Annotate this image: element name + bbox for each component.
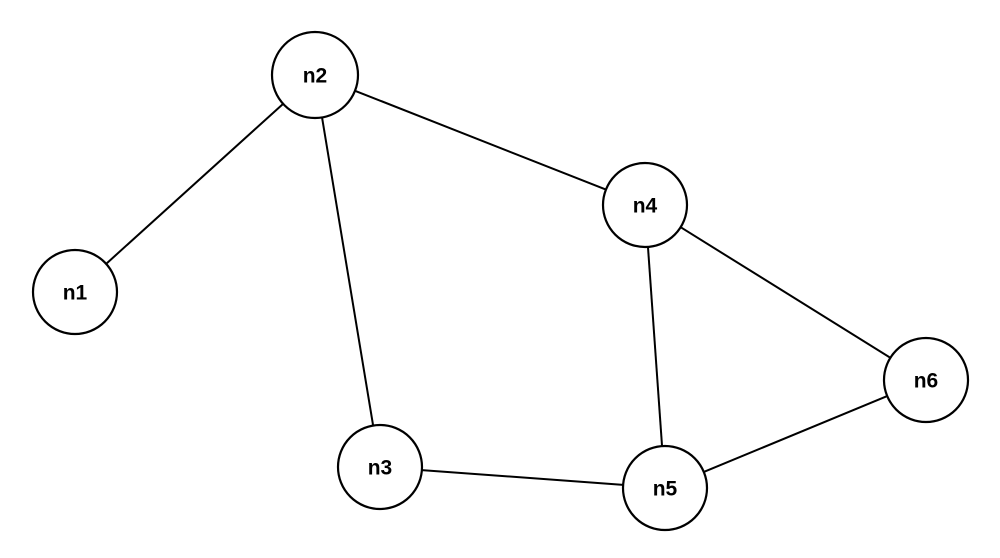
node-circle-n5[interactable]: [621, 444, 709, 532]
graph-edge: [321, 117, 375, 426]
node-circle-n6[interactable]: [882, 336, 970, 424]
node-circle-n2[interactable]: [270, 30, 360, 120]
node-layer: n1 n2 n3 n4 n5 n6: [31, 30, 970, 532]
graph-node-n5[interactable]: n5: [621, 444, 709, 532]
node-circle-n4[interactable]: [601, 161, 689, 249]
graph-edge: [703, 395, 888, 473]
graph-node-n2[interactable]: n2: [270, 30, 360, 120]
graph-edge: [421, 469, 624, 486]
graph-edge: [680, 226, 891, 359]
graph-node-n6[interactable]: n6: [882, 336, 970, 424]
graph-node-n1[interactable]: n1: [31, 248, 119, 336]
edge-layer: [105, 89, 891, 486]
graph-node-n4[interactable]: n4: [601, 161, 689, 249]
node-circle-n1[interactable]: [31, 248, 119, 336]
graph-node-n3[interactable]: n3: [336, 423, 424, 511]
node-circle-n3[interactable]: [336, 423, 424, 511]
graph-edge: [105, 103, 284, 265]
graph-edge: [646, 246, 664, 447]
graph-edge: [354, 89, 607, 191]
